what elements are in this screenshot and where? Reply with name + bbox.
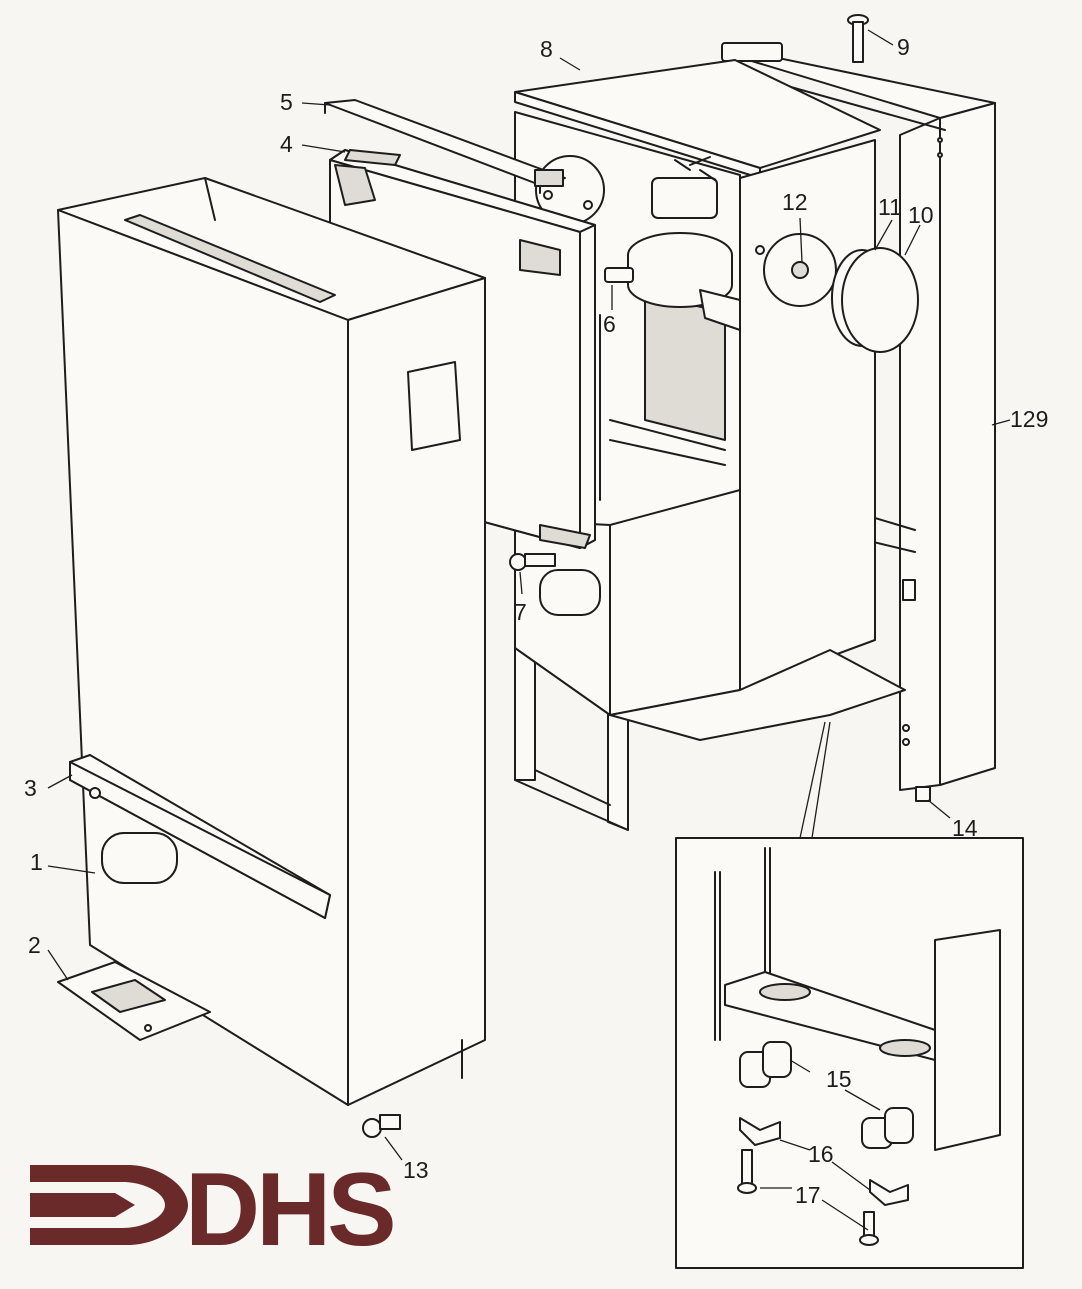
dhs-logo: DHS — [30, 1152, 397, 1268]
screw-6 — [604, 267, 634, 283]
callout-10: 10 — [908, 202, 934, 228]
callout-3: 3 — [24, 775, 37, 801]
callout-2: 2 — [28, 932, 41, 958]
callout-8: 8 — [540, 36, 553, 62]
callout-15: 15 — [826, 1066, 852, 1092]
callout-9: 9 — [897, 34, 910, 60]
leader-lines — [47, 29, 1011, 1231]
callout-1: 1 — [30, 849, 43, 875]
logo-text: DHS — [185, 1152, 393, 1268]
logo-arrow-mark — [30, 1165, 188, 1245]
screw-13 — [362, 1114, 401, 1138]
fitting-left — [739, 1041, 792, 1088]
callout-12: 12 — [782, 189, 808, 215]
callout-11: 11 — [878, 194, 902, 220]
callout-129: 129 — [1010, 406, 1048, 432]
detail-inset — [675, 721, 1024, 1269]
clip-14 — [915, 786, 931, 802]
callout-6: 6 — [603, 311, 616, 337]
callout-17: 17 — [795, 1182, 821, 1208]
control-fascia — [69, 754, 331, 919]
fitting-right — [861, 1107, 914, 1149]
callout-16: 16 — [808, 1141, 834, 1167]
callout-14: 14 — [952, 815, 978, 841]
callout-13: 13 — [403, 1157, 429, 1183]
callout-labels: 1 2 3 4 5 6 7 8 9 10 11 12 13 14 15 16 1… — [24, 34, 1048, 1208]
fan-assembly — [627, 156, 741, 331]
top-strip — [324, 99, 566, 194]
screw-9 — [847, 14, 869, 63]
callout-7: 7 — [514, 599, 527, 625]
base-plate — [57, 961, 211, 1041]
callout-4: 4 — [280, 131, 293, 157]
screw-7 — [509, 553, 556, 571]
callout-5: 5 — [280, 89, 293, 115]
